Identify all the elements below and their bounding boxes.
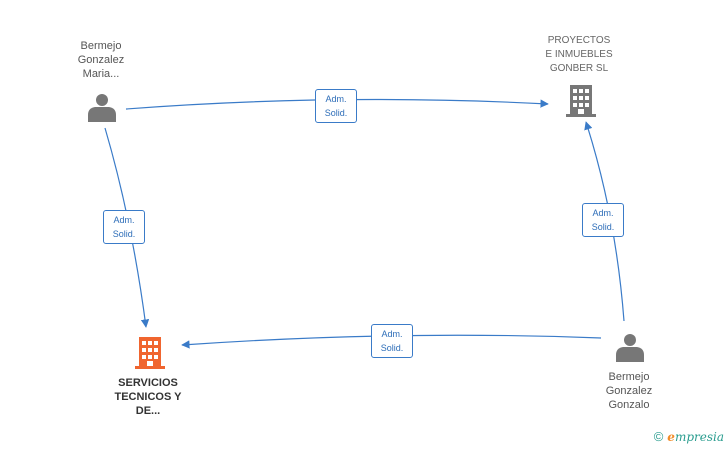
label-line: Bermejo: [80, 40, 122, 52]
building-icon[interactable]: [566, 85, 596, 117]
brand-logo: ©empresia: [654, 429, 724, 444]
edge-label-role: Adm.: [325, 94, 347, 104]
person-label-gonzalo[interactable]: Bermejo Gonzalez Gonzalo: [589, 370, 669, 412]
label-line: PROYECTOS: [547, 35, 611, 46]
brand-name: mpresia: [674, 430, 724, 444]
edge-label-type: Solid.: [591, 222, 615, 232]
label-line: Maria...: [82, 68, 120, 80]
person-icon[interactable]: [616, 334, 644, 362]
label-line: Bermejo: [608, 371, 650, 383]
edge-label-role: Adm.: [113, 215, 135, 225]
label-line: TECNICOS Y: [114, 391, 182, 403]
edge-label-left[interactable]: Adm. Solid.: [103, 210, 145, 244]
label-line: Gonzalez: [605, 385, 653, 397]
label-line: Gonzalez: [77, 54, 125, 66]
label-line: GONBER SL: [549, 63, 609, 74]
copyright-icon: ©: [653, 429, 664, 444]
edge-label-type: Solid.: [112, 229, 136, 239]
edge-label-top[interactable]: Adm. Solid.: [315, 89, 357, 123]
edge-label-role: Adm.: [592, 208, 614, 218]
edge-label-role: Adm.: [381, 329, 403, 339]
company-label-servicios[interactable]: SERVICIOS TECNICOS Y DE...: [103, 376, 193, 418]
company-label-proyectos[interactable]: PROYECTOS E INMUEBLES GONBER SL: [533, 34, 625, 76]
edge-label-type: Solid.: [380, 343, 404, 353]
edge-label-type: Solid.: [324, 108, 348, 118]
building-icon-highlight[interactable]: [135, 337, 165, 369]
label-line: DE...: [135, 405, 161, 417]
label-line: SERVICIOS: [118, 377, 178, 389]
edge-label-bottom[interactable]: Adm. Solid.: [371, 324, 413, 358]
person-label-maria[interactable]: Bermejo Gonzalez Maria...: [62, 39, 140, 81]
edge-label-right[interactable]: Adm. Solid.: [582, 203, 624, 237]
person-icon[interactable]: [88, 94, 116, 122]
label-line: E INMUEBLES: [545, 49, 613, 60]
label-line: Gonzalo: [608, 399, 650, 411]
brand-initial: e: [667, 430, 675, 444]
